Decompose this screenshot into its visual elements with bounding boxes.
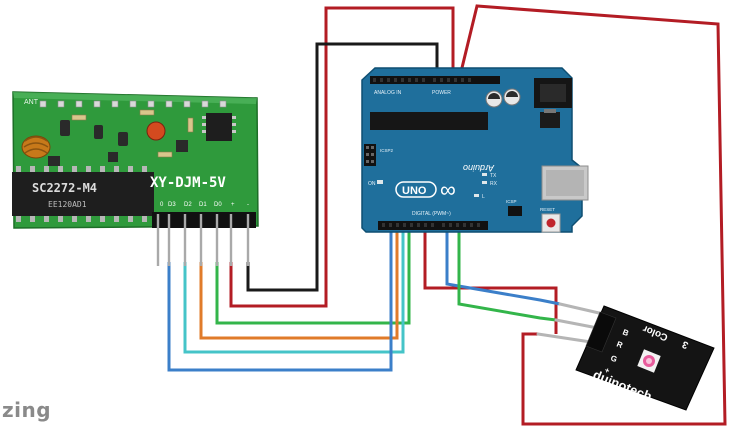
digital-header-top bbox=[430, 76, 500, 84]
decoder-ic: SC2272-M4 EE120AD1 bbox=[12, 166, 154, 222]
reset-label: RESET bbox=[540, 207, 555, 212]
icsp-header bbox=[508, 206, 522, 216]
rf-pins bbox=[156, 214, 250, 266]
rgb-pin-mark: G bbox=[609, 354, 618, 365]
reset-button[interactable] bbox=[541, 213, 561, 233]
tuning-capacitor-icon bbox=[146, 121, 166, 141]
wire-green-d0 bbox=[215, 228, 411, 325]
rf-pin-mark: - bbox=[247, 202, 249, 208]
icsp2-label: ICSP2 bbox=[380, 148, 394, 153]
rgb-led-icon bbox=[637, 349, 661, 373]
icsp-label: ICSP bbox=[506, 199, 517, 204]
voltage-regulator bbox=[540, 112, 560, 128]
wire-green-rgb-g bbox=[457, 228, 557, 322]
rgb-led-module: B R G + Color 3 duinotech bbox=[536, 302, 715, 411]
on-label: ON bbox=[368, 181, 376, 187]
rf-pin-mark: + bbox=[231, 202, 235, 208]
l-label: L bbox=[482, 194, 485, 200]
rf-pin-mark: 0 bbox=[160, 202, 164, 208]
power-header bbox=[370, 76, 430, 84]
rf-pin-mark: D2 bbox=[184, 202, 192, 208]
digital-label: DIGITAL (PWM~) bbox=[412, 211, 451, 217]
atmega-chip bbox=[370, 112, 488, 130]
wire-orange-d1 bbox=[199, 228, 399, 340]
icsp2-header bbox=[364, 144, 376, 166]
tx-label: TX bbox=[490, 173, 497, 179]
wire-red-rgb-vcc bbox=[458, 4, 727, 426]
rx-label: RX bbox=[490, 181, 498, 187]
wire-cyan-d2 bbox=[183, 228, 405, 354]
chip-label: SC2272-M4 bbox=[32, 181, 97, 195]
wire-red-vcc bbox=[229, 6, 455, 308]
rgb-number-label: 3 bbox=[680, 338, 690, 350]
uno-label: UNO bbox=[402, 185, 427, 197]
wire-red-rgb-link bbox=[423, 228, 558, 334]
arduino-infinity-icon: ∞ bbox=[440, 177, 456, 202]
rgb-pin-mark: B bbox=[621, 328, 630, 339]
ant-label: ANT bbox=[24, 99, 39, 106]
on-led-icon bbox=[377, 180, 383, 184]
wire-blue-d3 bbox=[167, 228, 393, 372]
uno-logo: UNO ∞ bbox=[395, 177, 456, 202]
model-label: XY-DJM-5V bbox=[150, 175, 226, 191]
rf-pin-mark: D3 bbox=[168, 202, 176, 208]
chip-code-label: EE120AD1 bbox=[48, 200, 87, 209]
rf-pin-mark: D1 bbox=[199, 202, 207, 208]
rgb-pin-mark: R bbox=[615, 340, 624, 351]
analog-in-label: ANALOG IN bbox=[374, 90, 402, 96]
wire-blue-rgb-b bbox=[445, 228, 561, 306]
wire-black-gnd bbox=[246, 42, 439, 292]
arduino-uno-board: ANALOG IN POWER ICSP2 ON UNO ∞ Arduino bbox=[361, 67, 589, 233]
rf-pin-header bbox=[152, 212, 256, 228]
power-label: POWER bbox=[432, 90, 451, 96]
tx-rx-leds bbox=[474, 173, 487, 197]
arduino-name-label: Arduino bbox=[463, 163, 495, 173]
fritzing-watermark: zing bbox=[2, 398, 52, 422]
decoder-small-chip bbox=[206, 113, 232, 141]
rgb-pin-mark: + bbox=[603, 366, 611, 376]
antenna-coil bbox=[21, 135, 51, 159]
rf-receiver-module: ANT bbox=[12, 91, 259, 266]
rf-pin-mark: D0 bbox=[214, 202, 222, 208]
